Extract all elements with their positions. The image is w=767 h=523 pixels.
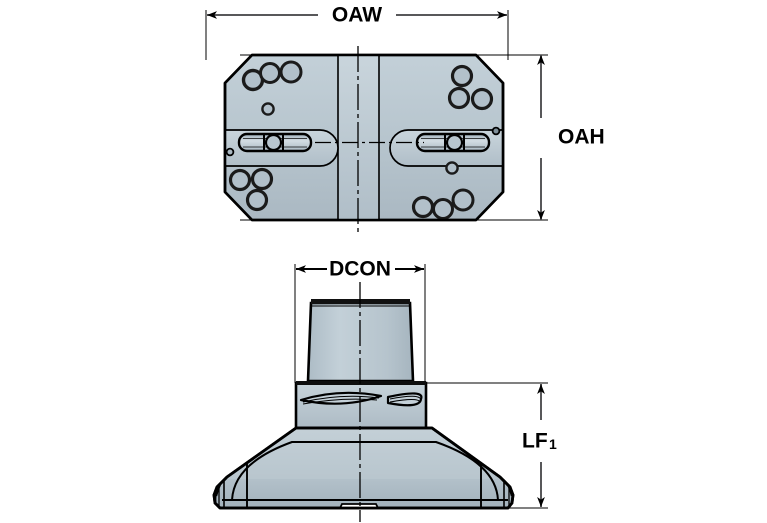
oah-label: OAH — [558, 126, 605, 149]
lower-right-hole-cluster — [411, 161, 475, 220]
lf1-label-subscript: 1 — [549, 436, 557, 452]
hole-lr-1-small — [445, 161, 459, 175]
flange-slot-right — [386, 392, 423, 407]
flange-top-face — [296, 381, 426, 385]
left-slot-screw-hole — [264, 133, 283, 152]
right-small-hole-edge — [491, 126, 501, 136]
right-insert-slot — [415, 132, 491, 153]
left-insert-slot — [237, 132, 313, 153]
dimension-oaw: OAW — [207, 4, 507, 27]
flange-slot-right-outline — [386, 392, 423, 407]
hole-lr-4 — [451, 188, 475, 212]
flange-slot-right-inner-b — [389, 399, 421, 403]
flange-slot-left-inner-a — [302, 395, 380, 403]
top-view-centerlines — [315, 46, 424, 232]
top-view-group: OAW OAH — [205, 4, 605, 232]
hole-lr-2 — [411, 195, 435, 219]
skirt-inner-contour — [231, 441, 499, 501]
top-view-internal-features — [225, 55, 503, 220]
skirt-taper-highlight — [220, 430, 498, 479]
hole-ul-2 — [259, 62, 281, 84]
skirt-body-overlay — [212, 426, 515, 510]
hole-ur-3 — [470, 87, 494, 111]
right-slot-screw-hole — [445, 133, 464, 152]
flange-slot-left-inner-b — [302, 398, 378, 405]
hole-ur-2 — [447, 86, 471, 110]
dimension-lf1: LF 1 — [522, 384, 557, 507]
lower-left-hole-cluster — [228, 167, 274, 212]
hole-lr-3 — [432, 198, 454, 220]
front-view-group: DCON LF 1 — [212, 258, 557, 522]
left-small-hole-edge — [225, 147, 235, 157]
lf1-label: LF — [522, 430, 548, 453]
hole-ur-1 — [450, 64, 474, 88]
upper-right-hole-cluster — [447, 64, 494, 111]
hole-ul-3 — [279, 60, 303, 84]
upper-left-hole-cluster — [241, 60, 303, 116]
hole-ll-2 — [250, 167, 274, 191]
dimension-oah: OAH — [537, 55, 605, 220]
flange-slot-right-inner-a — [389, 395, 422, 401]
flange-slot-left — [299, 391, 383, 405]
dcon-label: DCON — [329, 258, 391, 281]
dimension-dcon: DCON — [296, 258, 424, 281]
oaw-label: OAW — [332, 4, 382, 27]
skirt-internal-features — [215, 430, 513, 508]
hole-ll-3 — [245, 188, 269, 212]
hole-ll-1 — [228, 168, 252, 192]
hole-ul-4-small — [261, 102, 275, 116]
top-view-plate-outline-overlay — [223, 53, 505, 222]
